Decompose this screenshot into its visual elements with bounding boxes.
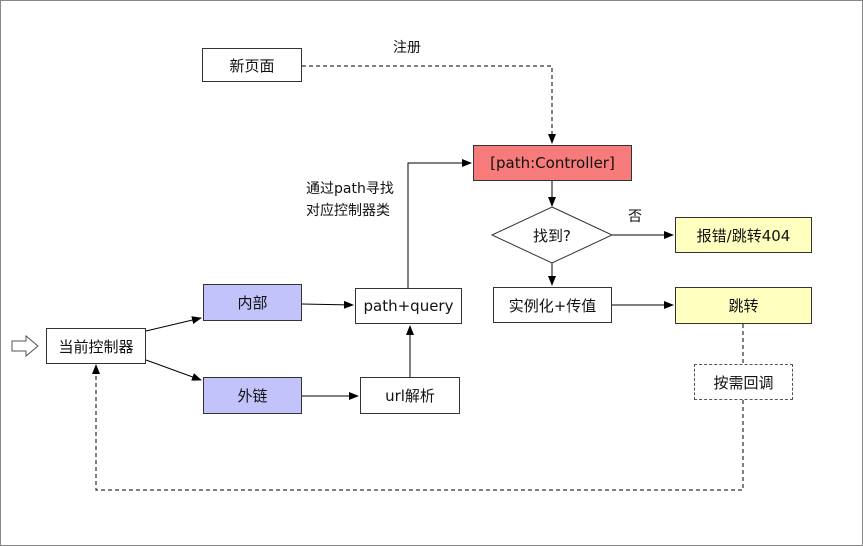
path-query-node: path+query xyxy=(355,288,462,324)
found-decision-label: 找到? xyxy=(533,226,571,245)
callback-node: 按需回调 xyxy=(694,364,793,400)
find-by-path-label-line1: 通过path寻找 xyxy=(306,181,394,197)
edge-callback-to-current xyxy=(92,364,744,491)
entry-arrow xyxy=(11,334,39,358)
register-label: 注册 xyxy=(393,40,421,56)
jump-node: 跳转 xyxy=(675,287,812,324)
find-by-path-label-line2: 对应控制器类 xyxy=(306,203,390,219)
new-page-node: 新页面 xyxy=(202,48,302,82)
found-decision-diamond xyxy=(490,206,614,264)
edge-register xyxy=(302,65,556,144)
external-node: 外链 xyxy=(203,377,302,414)
edge-path-to-controller xyxy=(407,159,472,288)
current-controller-node: 当前控制器 xyxy=(46,328,146,364)
edge-current-to-external xyxy=(145,359,202,381)
internal-node: 内部 xyxy=(203,284,302,321)
edge-current-to-internal xyxy=(145,316,202,332)
url-parse-node: url解析 xyxy=(360,377,460,414)
no-label: 否 xyxy=(628,209,642,225)
error-404-node: 报错/跳转404 xyxy=(675,217,812,253)
edge-internal-to-pathquery xyxy=(301,300,354,309)
controller-node: [path:Controller] xyxy=(473,145,632,181)
instantiate-node: 实例化+传值 xyxy=(493,287,612,323)
